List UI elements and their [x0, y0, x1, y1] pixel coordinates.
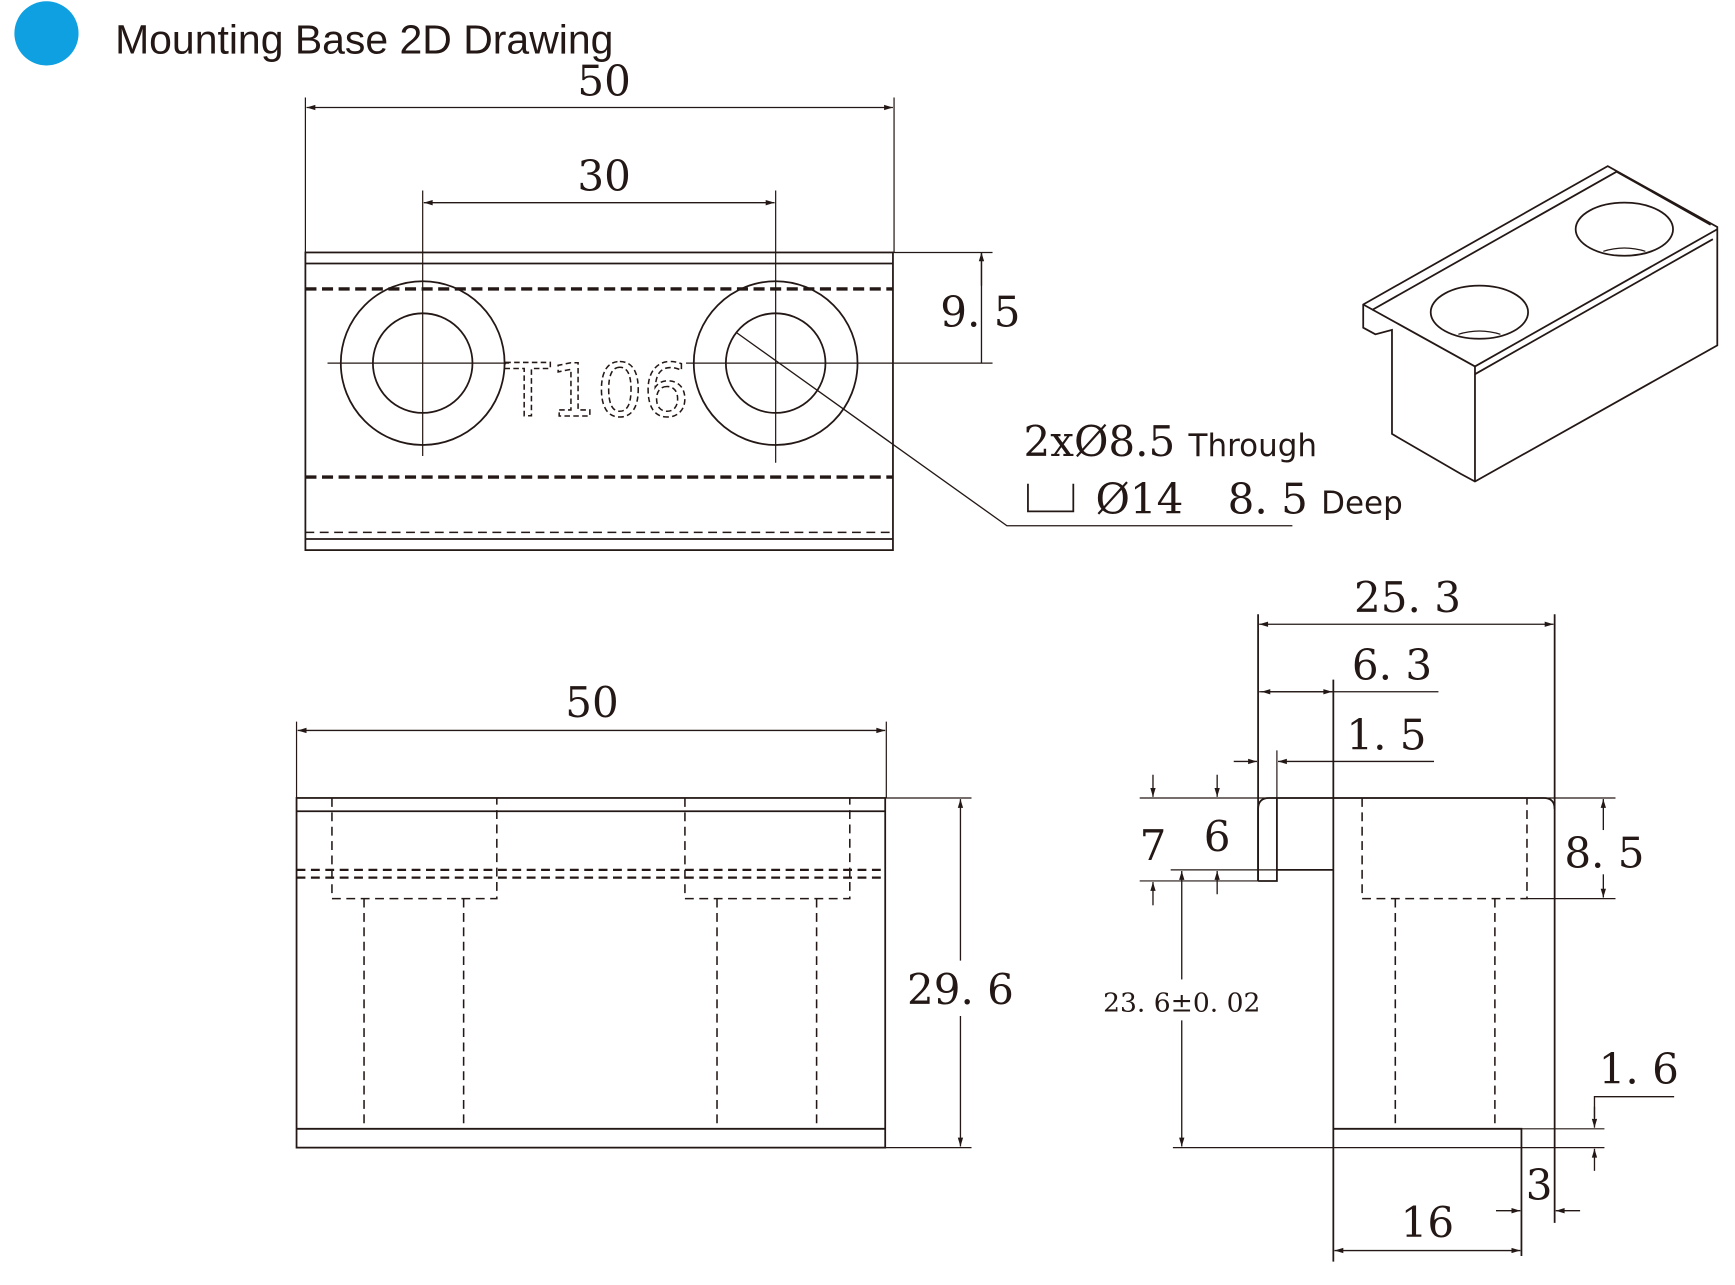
isometric-view [1362, 165, 1719, 483]
side-view: 25. 3 6. 3 1. 5 7 6 8. 5 23. 6±0. 02 1. … [1103, 573, 1679, 1262]
dim-top-width: 50 [577, 56, 630, 105]
dim-base-step: 1. 6 [1599, 1044, 1679, 1093]
dim-side-depth: 25. 3 [1354, 573, 1461, 622]
dim-6: 6 [1204, 812, 1231, 861]
dim-height-tolerance: 23. 6±0. 02 [1103, 988, 1260, 1019]
dim-hole-offset: 9. 5 [940, 288, 1020, 337]
dim-front-width: 50 [565, 678, 618, 727]
front-view: 50 29. 6 [295, 678, 1014, 1149]
dim-foot-width: 16 [1401, 1198, 1454, 1247]
title-bullet-icon [14, 1, 79, 66]
dim-step-width: 3 [1526, 1161, 1553, 1210]
counterbore-symbol-icon [1027, 483, 1075, 513]
dim-groove: 1. 5 [1346, 710, 1426, 759]
page-title: Mounting Base 2D Drawing [115, 16, 613, 62]
dim-counterbore-depth: 8. 5 [1564, 829, 1644, 878]
dim-front-height: 29. 6 [907, 965, 1014, 1014]
dim-hole-spacing: 30 [577, 151, 630, 200]
part-marking: T106 [505, 349, 690, 434]
dim-lip: 6. 3 [1352, 641, 1432, 690]
dim-7: 7 [1140, 821, 1167, 870]
